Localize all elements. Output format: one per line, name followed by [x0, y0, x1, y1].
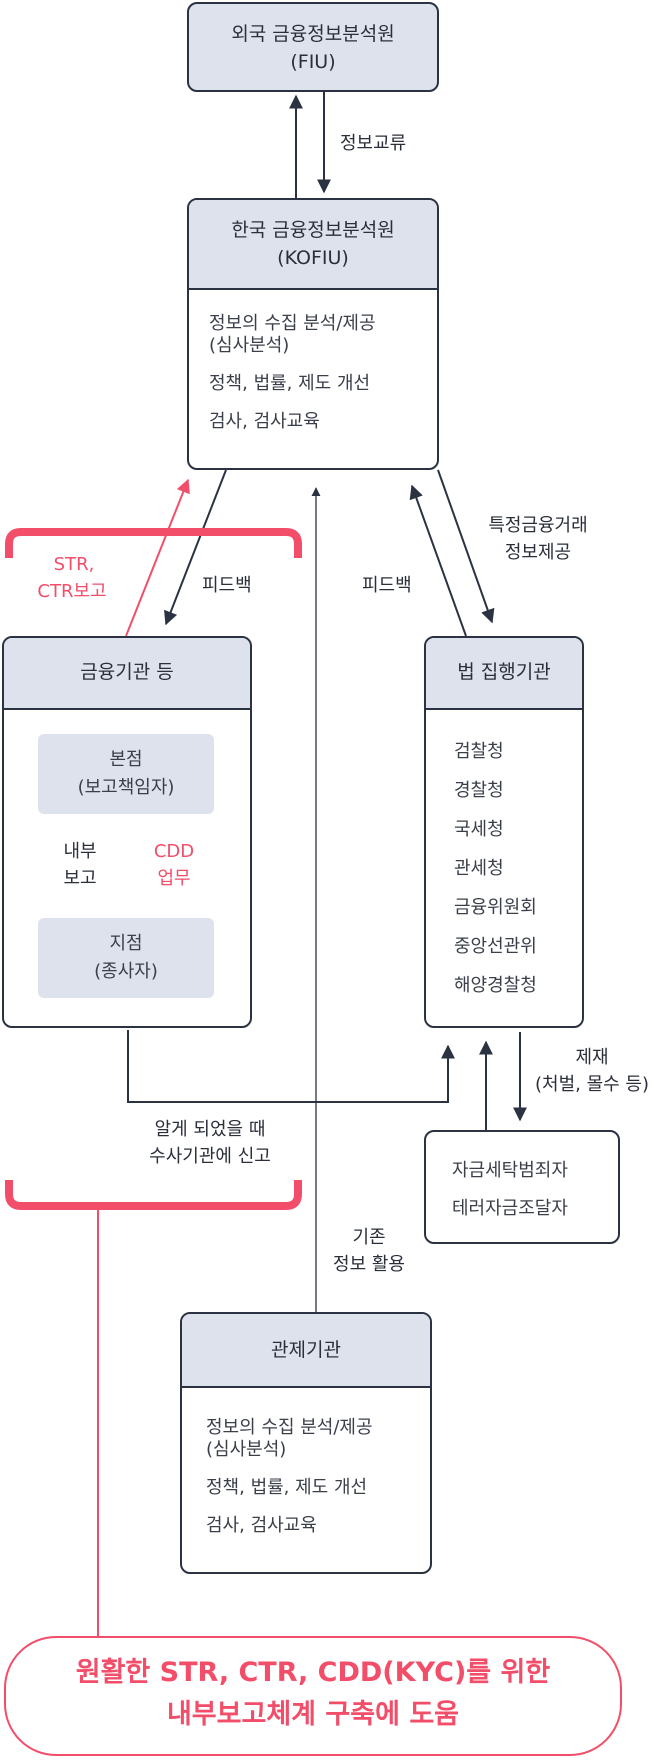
- fiu-box: 외국 금융정보분석원 (FIU): [187, 2, 439, 92]
- law-enforcement-header: 법 집행기관: [426, 638, 582, 710]
- head-office-label: 본점: [109, 749, 143, 770]
- fiu-title: 외국 금융정보분석원: [231, 23, 395, 45]
- arrow-info-provision: [437, 469, 495, 624]
- agency-item: 경찰청: [454, 780, 504, 801]
- agency-item: 금융위원회: [454, 897, 537, 918]
- branch-label: 지점: [109, 933, 143, 954]
- customs-item: (심사분석): [206, 1439, 287, 1460]
- agency-item: 검찰청: [454, 741, 504, 762]
- fiu-abbr: (FIU): [290, 51, 336, 73]
- offenders-box: 자금세탁범죄자 테러자금조달자: [424, 1130, 620, 1244]
- law-enforcement-box: 법 집행기관 검찰청 경찰청 국세청 관세청 금융위원회 중앙선관위 해양경찰청: [424, 636, 584, 1028]
- info-exchange-label: 정보교류: [340, 133, 407, 154]
- customs-title: 관제기관: [271, 1339, 341, 1361]
- banner-line-1: 원활한 STR, CTR, CDD(KYC)를 위한: [75, 1657, 551, 1688]
- arrow-feedback-left: [164, 469, 227, 626]
- red-bracket-bottom: [4, 1180, 302, 1210]
- offender-item: 자금세탁범죄자: [452, 1160, 568, 1181]
- financial-institutions-title: 금융기관 등: [80, 661, 174, 683]
- info-provision-label: 특정금융거래 정보제공: [488, 515, 588, 563]
- internal-report-label: 내부 보고: [63, 841, 97, 889]
- financial-institutions-header: 금융기관 등: [4, 638, 250, 710]
- agency-item: 국세청: [454, 819, 504, 840]
- str-ctr-report-label: STR, CTR보고: [37, 554, 107, 602]
- offender-item: 테러자금조달자: [452, 1198, 568, 1219]
- kofiu-abbr: (KOFIU): [277, 247, 349, 269]
- kofiu-item: (심사분석): [209, 335, 290, 356]
- cdd-duty-label: CDD 업무: [153, 841, 195, 889]
- agency-item: 해양경찰청: [454, 975, 537, 996]
- sanction-label: 제재 (처벌, 몰수 등): [534, 1047, 649, 1095]
- customs-item: 정보의 수집 분석/제공: [206, 1417, 373, 1438]
- kofiu-item: 검사, 검사교육: [209, 411, 320, 432]
- existing-info-use-label: 기존 정보 활용: [333, 1227, 405, 1275]
- customs-header: 관제기관: [182, 1314, 430, 1388]
- kofiu-item: 정보의 수집 분석/제공: [209, 313, 376, 334]
- arrow-str-ctr-report: [125, 478, 190, 637]
- customs-box: 관제기관 정보의 수집 분석/제공 (심사분석) 정책, 법률, 제도 개선 검…: [180, 1312, 432, 1574]
- customs-item: 정책, 법률, 제도 개선: [206, 1477, 368, 1498]
- customs-item: 검사, 검사교육: [206, 1515, 317, 1536]
- kofiu-title: 한국 금융정보분석원: [231, 219, 395, 241]
- summary-banner: 원활한 STR, CTR, CDD(KYC)를 위한 내부보고체계 구축에 도움: [4, 1636, 622, 1756]
- report-to-investigation-label: 알게 되었을 때 수사기관에 신고: [149, 1119, 271, 1167]
- kofiu-item: 정책, 법률, 제도 개선: [209, 373, 371, 394]
- arrow-feedback-right: [409, 484, 467, 637]
- red-bracket-top: [4, 528, 302, 558]
- branch-role: (종사자): [94, 961, 158, 982]
- kofiu-header: 한국 금융정보분석원 (KOFIU): [189, 200, 437, 290]
- law-enforcement-title: 법 집행기관: [457, 661, 551, 683]
- feedback-left-label: 피드백: [202, 575, 252, 596]
- branch-box: 지점 (종사자): [38, 918, 214, 998]
- arrow-report-to-investigation: [127, 1030, 455, 1103]
- head-office-box: 본점 (보고책임자): [38, 734, 214, 814]
- feedback-right-label: 피드백: [362, 575, 412, 596]
- head-office-role: (보고책임자): [77, 777, 175, 798]
- agency-item: 관세청: [454, 858, 504, 879]
- banner-line-2: 내부보고체계 구축에 도움: [166, 1699, 460, 1730]
- kofiu-box: 한국 금융정보분석원 (KOFIU) 정보의 수집 분석/제공 (심사분석) 정…: [187, 198, 439, 470]
- agency-item: 중앙선관위: [454, 936, 537, 957]
